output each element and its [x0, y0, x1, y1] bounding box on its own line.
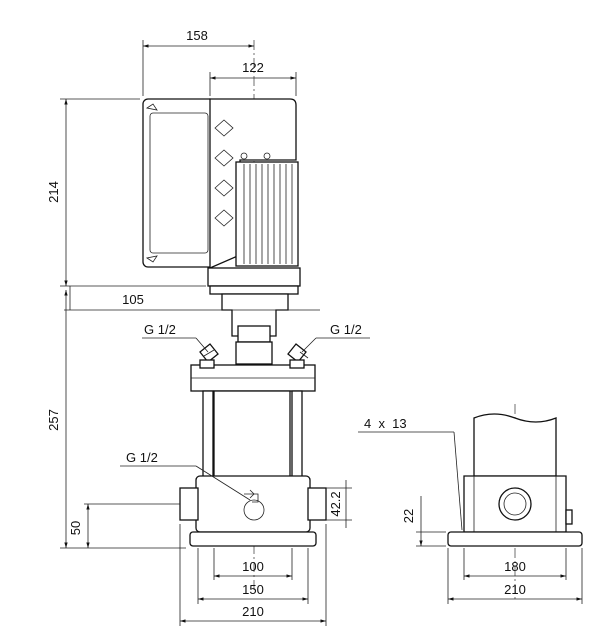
label-g-left: G 1/2: [144, 322, 176, 337]
dim-150: 150: [242, 582, 264, 597]
dim-22: 22: [401, 509, 416, 523]
dim-257: 257: [46, 409, 61, 431]
dim-180: 180: [504, 559, 526, 574]
dim-210: 210: [242, 604, 264, 619]
dim-42-2: 42.2: [328, 491, 343, 516]
dim-100: 100: [242, 559, 264, 574]
motor-flange: [207, 267, 301, 365]
front-view: 158 122 214 105 257 50 42.2 100 150 210 …: [46, 28, 370, 626]
dim-50: 50: [68, 521, 83, 535]
dim-210-side: 210: [504, 582, 526, 597]
vent-screw-left: [199, 343, 219, 363]
dim-214: 214: [46, 181, 61, 203]
side-view: 22 180 210 4 x 13: [358, 404, 583, 604]
dim-105: 105: [122, 292, 144, 307]
dim-122: 122: [242, 60, 264, 75]
pump-head: [190, 359, 316, 392]
label-g-lower: G 1/2: [126, 450, 158, 465]
pump-base: [179, 475, 327, 547]
terminal-box: [142, 98, 216, 268]
motor-fins: [235, 161, 299, 267]
vent-screw-right: [287, 343, 309, 363]
dim-158: 158: [186, 28, 208, 43]
label-g-right: G 1/2: [330, 322, 362, 337]
label-holes: 4 x 13: [364, 416, 407, 431]
